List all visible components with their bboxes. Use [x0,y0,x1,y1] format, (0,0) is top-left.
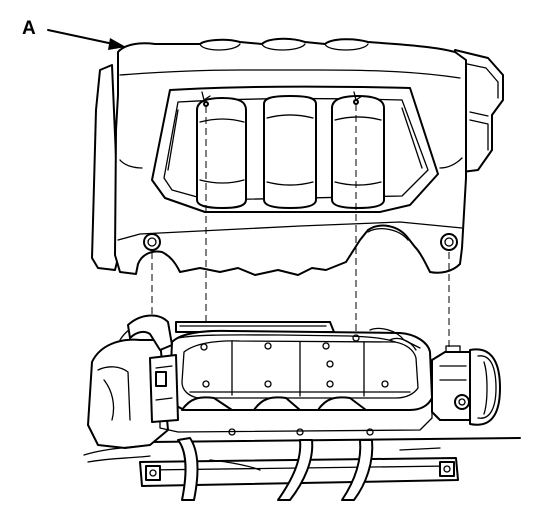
callout-label-a: A [22,18,36,39]
engine-assembly [83,314,521,501]
callout-arrow [47,29,126,50]
rail-bolt-left [145,465,161,481]
cover-bolt-right [440,233,458,251]
cover-bolt-left [143,233,161,251]
rail-bolt-right [439,461,455,477]
plenum-bolts [200,334,389,388]
engine-cover [91,37,504,276]
